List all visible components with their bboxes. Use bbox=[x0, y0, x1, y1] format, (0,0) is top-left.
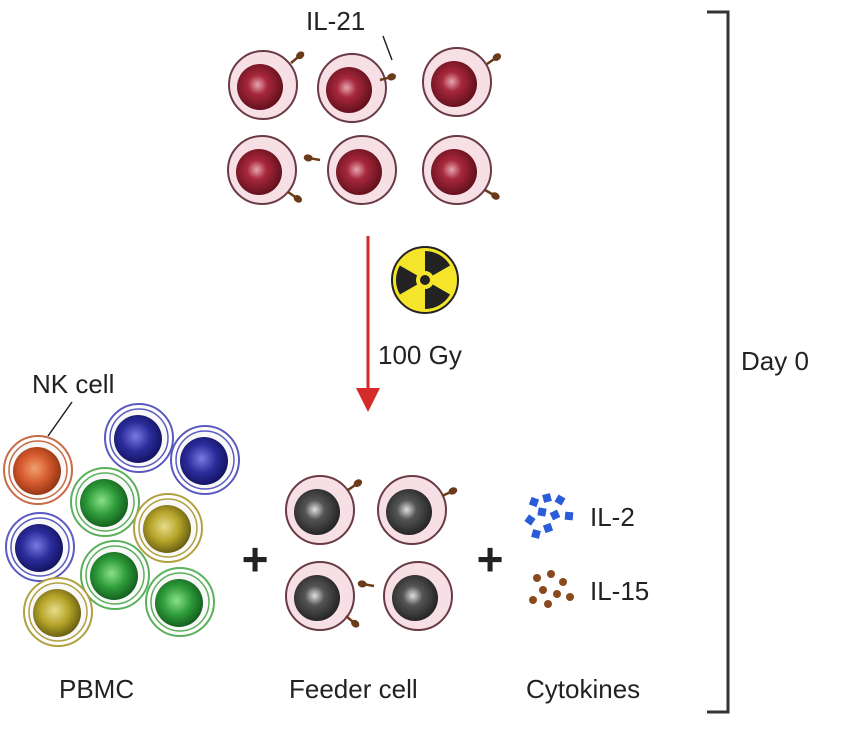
il21-expressing-cell bbox=[228, 50, 305, 120]
il21-ligand-icon bbox=[287, 190, 303, 203]
irradiated-feeder-cells-group bbox=[285, 475, 458, 631]
pbmc-cell-blue bbox=[170, 425, 240, 495]
plus-sign-1: + bbox=[242, 533, 269, 585]
il2-label: IL-2 bbox=[590, 502, 635, 532]
nk-cell-label: NK cell bbox=[32, 369, 114, 399]
irradiated-feeder-cell bbox=[357, 561, 453, 631]
radiation-hazard-icon bbox=[391, 246, 459, 314]
il21-expressing-cell bbox=[227, 135, 303, 205]
cytokines-label: Cytokines bbox=[526, 674, 640, 704]
day-label: Day 0 bbox=[741, 346, 809, 376]
pbmc-cell-green bbox=[80, 540, 150, 610]
il21-ligand-icon bbox=[347, 479, 363, 492]
irradiated-feeder-cell bbox=[285, 561, 360, 631]
il21-expressing-cell bbox=[303, 135, 397, 205]
il21-feeder-cells-group bbox=[227, 47, 502, 205]
irradiated-feeder-cell bbox=[377, 475, 458, 545]
il21-ligand-icon bbox=[484, 188, 500, 200]
il15-dots-icon bbox=[529, 570, 574, 608]
pbmc-cell-green bbox=[145, 567, 215, 637]
irradiation-arrow-head bbox=[356, 388, 380, 412]
il21-label: IL-21 bbox=[306, 6, 365, 36]
il21-pointer-line bbox=[382, 35, 393, 61]
pbmc-cell-blue bbox=[5, 512, 75, 582]
pbmc-cell-yellow bbox=[23, 577, 93, 647]
pbmc-cell-blue bbox=[104, 403, 174, 473]
il2-dots-icon bbox=[524, 493, 574, 539]
il21-ligand-icon bbox=[303, 154, 321, 162]
il21-expressing-cell bbox=[422, 47, 502, 117]
il21-ligand-icon bbox=[290, 51, 305, 64]
pbmc-cell-green bbox=[70, 467, 140, 537]
il21-ligand-icon bbox=[357, 580, 375, 588]
il21-ligand-icon bbox=[441, 487, 458, 498]
plus-sign-2: + bbox=[477, 533, 504, 585]
feeder-cell-label: Feeder cell bbox=[289, 674, 418, 704]
pbmc-cell-yellow bbox=[133, 493, 203, 563]
nk-cell-pointer-line bbox=[47, 401, 73, 437]
pbmc-cells-group bbox=[3, 403, 240, 647]
irradiated-feeder-cell bbox=[285, 475, 363, 545]
il15-label: IL-15 bbox=[590, 576, 649, 606]
il21-ligand-icon bbox=[379, 73, 397, 82]
pbmc-label: PBMC bbox=[59, 674, 134, 704]
il21-ligand-icon bbox=[486, 53, 502, 66]
nk-cell bbox=[3, 435, 73, 505]
il21-ligand-icon bbox=[345, 615, 360, 628]
il21-expressing-cell bbox=[317, 53, 397, 123]
day-bracket bbox=[707, 10, 730, 714]
il21-expressing-cell bbox=[422, 135, 500, 205]
dose-label: 100 Gy bbox=[378, 340, 462, 370]
